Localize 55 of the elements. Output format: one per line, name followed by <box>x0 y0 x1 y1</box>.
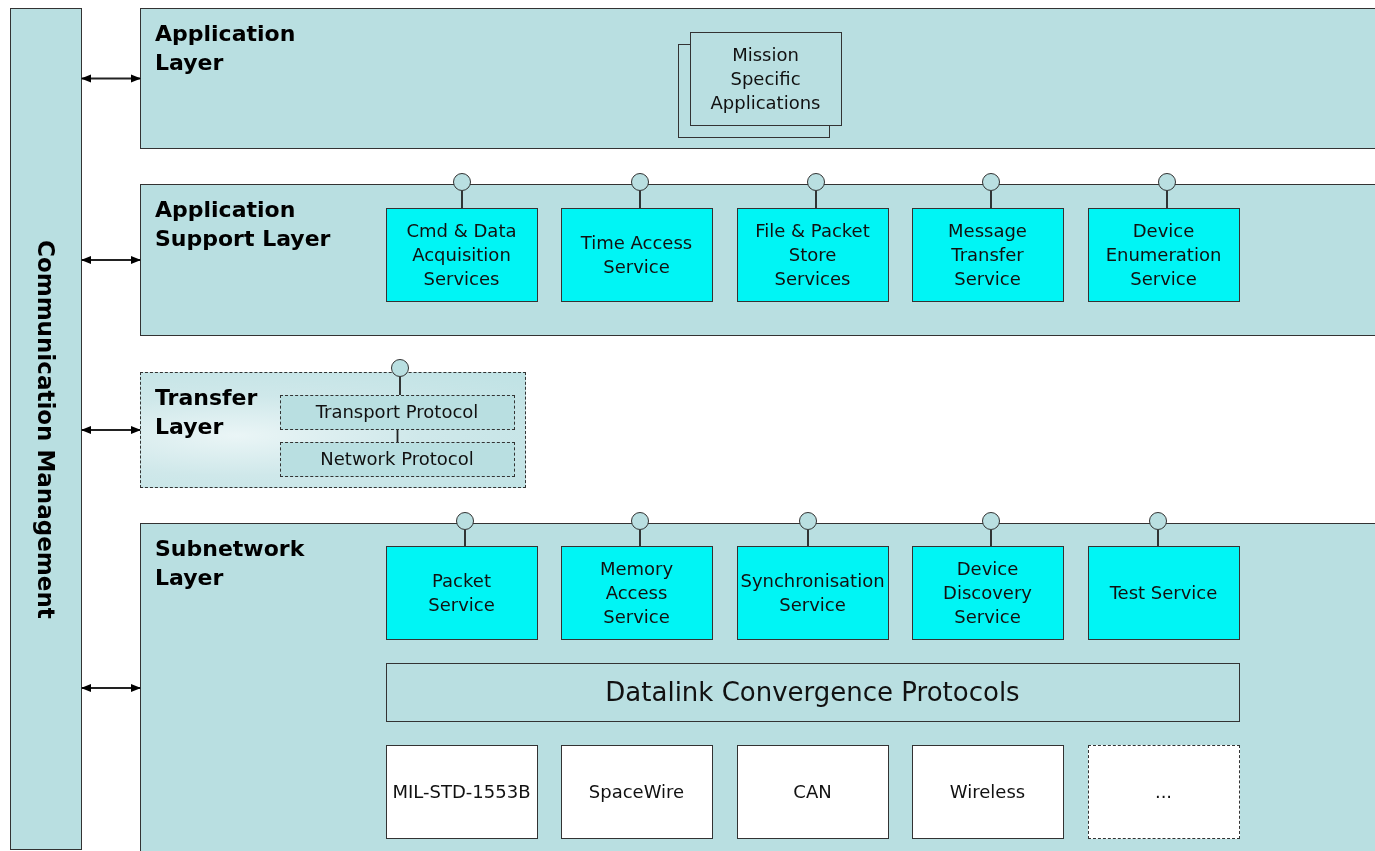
placeholder-box: ... <box>1087 744 1240 839</box>
service-box: File & Packet Store Services <box>736 207 889 302</box>
interface-circle <box>631 173 649 191</box>
layer-panel <box>140 372 526 488</box>
arrow <box>81 684 141 692</box>
interface-circle <box>453 173 471 191</box>
bus-box: CAN <box>736 744 889 839</box>
arrow <box>81 256 141 264</box>
connector-line <box>990 529 992 547</box>
connector-line <box>399 376 401 396</box>
interface-circle <box>1149 512 1167 530</box>
arrow <box>81 74 141 83</box>
connector-line <box>990 190 992 209</box>
service-box: Time Access Service <box>560 207 713 302</box>
layer-panel <box>140 8 1375 149</box>
bus-box: SpaceWire <box>560 744 713 839</box>
service-box: Device Enumeration Service <box>1087 207 1240 302</box>
layer-title: Transfer Layer <box>155 384 259 441</box>
connector-line <box>807 529 809 547</box>
service-box: Packet Service <box>385 545 538 640</box>
layer-panel <box>140 523 1375 851</box>
service-box: Cmd & Data Acquisition Services <box>385 207 538 302</box>
layer-panel <box>140 184 1375 336</box>
interface-circle <box>631 512 649 530</box>
layer-title: Application Layer <box>155 20 297 77</box>
connector-line <box>461 190 463 209</box>
layer-title: Application Support Layer <box>155 196 332 253</box>
protocol-box: Network Protocol <box>279 441 515 477</box>
arrow <box>81 426 141 434</box>
service-box: Message Transfer Service <box>911 207 1064 302</box>
connector-line <box>639 190 641 209</box>
interface-circle <box>982 512 1000 530</box>
layer-title: Subnetwork Layer <box>155 535 306 592</box>
connector-line <box>396 429 399 443</box>
connector-line <box>815 190 817 209</box>
bus-box: Wireless <box>911 744 1064 839</box>
bus-box: MIL-STD-1553B <box>385 744 538 839</box>
service-box: Device Discovery Service <box>911 545 1064 640</box>
protocol-bar: Datalink Convergence Protocols <box>385 662 1240 722</box>
interface-circle <box>807 173 825 191</box>
protocol-box: Transport Protocol <box>279 394 515 430</box>
interface-circle <box>1158 173 1176 191</box>
connector-line <box>1157 529 1159 547</box>
service-box: Memory Access Service <box>560 545 713 640</box>
service-box: Test Service <box>1087 545 1240 640</box>
interface-circle <box>391 359 409 377</box>
application-box: Mission Specific Applications <box>689 31 842 126</box>
service-box: Synchronisation Service <box>736 545 889 640</box>
connector-line <box>464 529 466 547</box>
interface-circle <box>982 173 1000 191</box>
communication-management-bar: Communication Management <box>10 8 82 850</box>
interface-circle <box>799 512 817 530</box>
connector-line <box>639 529 641 547</box>
interface-circle <box>456 512 474 530</box>
connector-line <box>1166 190 1168 209</box>
